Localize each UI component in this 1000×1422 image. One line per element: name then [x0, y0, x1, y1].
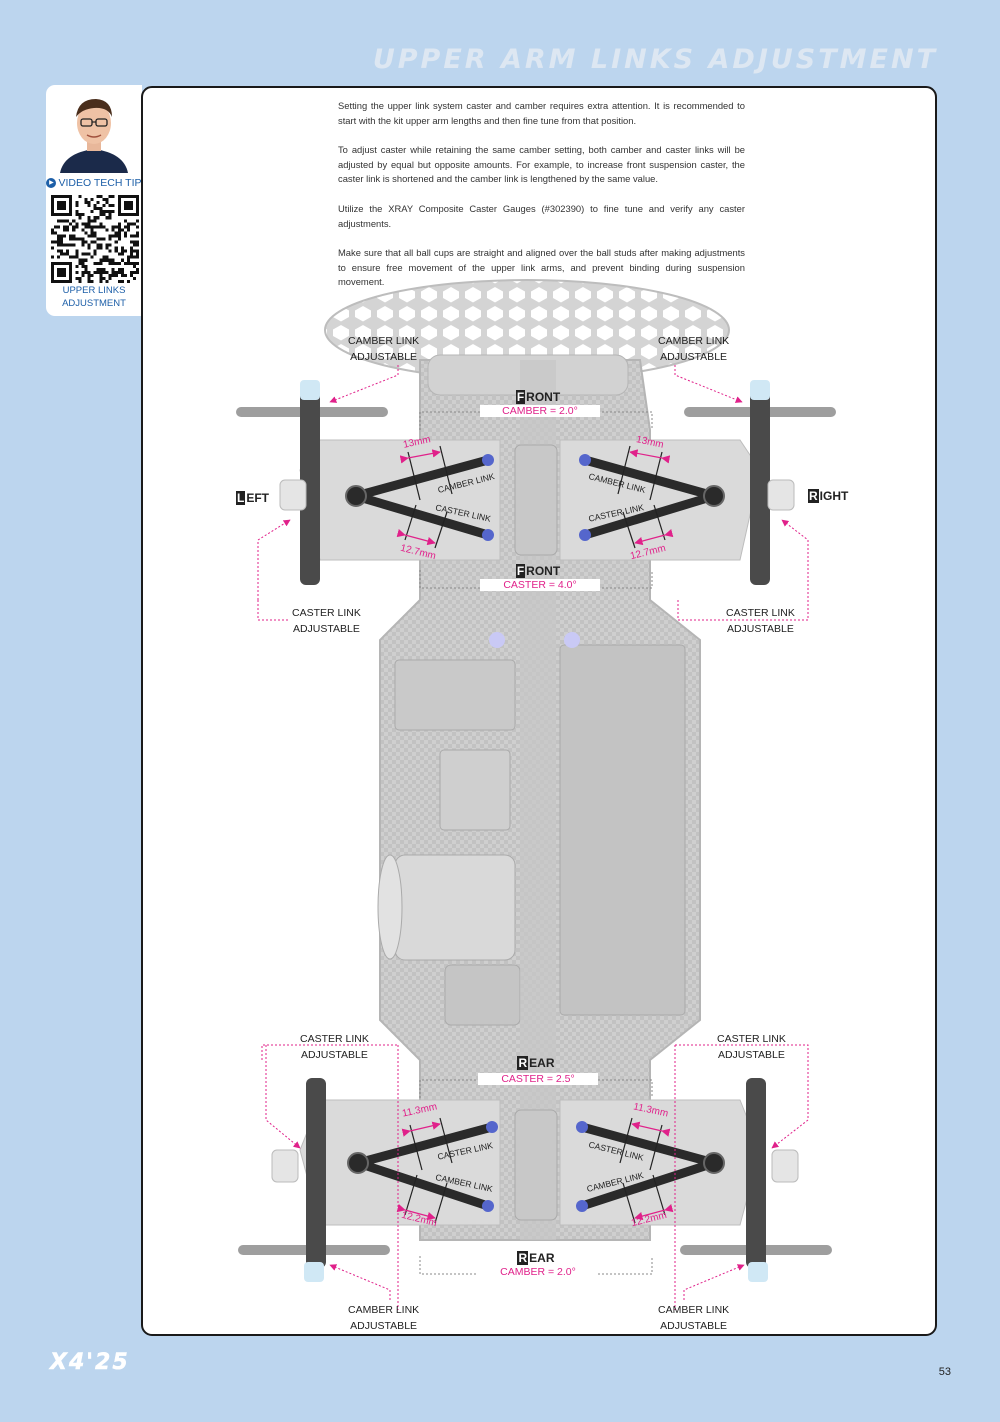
intro-paragraph: Setting the upper link system caster and…: [338, 100, 745, 126]
chassis-diagram: [236, 279, 836, 1310]
callout-line2: ADJUSTABLE: [717, 1049, 785, 1061]
heading-rest: RONT: [526, 390, 561, 404]
callout-caster-link-rear-right: CASTER LINK ADJUSTABLE: [717, 1031, 786, 1063]
intro-paragraph: To adjust caster while retaining the sam…: [338, 144, 745, 185]
callout-leaders: [257, 365, 809, 1310]
heading-cap: R: [517, 1056, 529, 1070]
callout-line1: CASTER LINK: [717, 1033, 786, 1045]
qr-caption-line2: ADJUSTMENT: [62, 298, 126, 309]
callout-camber-link-rear-left: CAMBER LINK ADJUSTABLE: [348, 1302, 419, 1334]
video-tech-tip-label: VIDEO TECH TIP: [58, 177, 142, 189]
intro-paragraph: Utilize the XRAY Composite Caster Gauges…: [338, 202, 745, 229]
qr-code[interactable]: [51, 195, 139, 283]
left-label-rest: EFT: [246, 491, 270, 505]
rear-camber-value: CAMBER = 2.0°: [478, 1266, 598, 1278]
play-icon: ▶: [46, 178, 57, 189]
rear-suspension: [238, 1078, 832, 1282]
heading-cap: R: [517, 1251, 529, 1265]
callout-camber-link-rear-right: CAMBER LINK ADJUSTABLE: [658, 1302, 729, 1334]
front-caster-value: CASTER = 4.0°: [480, 579, 600, 591]
video-tech-tip-card[interactable]: ▶VIDEO TECH TIP UPPER LINKS ADJUSTMENT: [46, 85, 142, 316]
callout-line2: ADJUSTABLE: [660, 1320, 728, 1332]
rear-caster-value: CASTER = 2.5°: [478, 1073, 598, 1085]
callout-line2: ADJUSTABLE: [660, 351, 728, 363]
heading-rest: RONT: [526, 564, 561, 578]
intro-paragraph: Make sure that all ball cups are straigh…: [338, 247, 745, 288]
front-camber-value: CAMBER = 2.0°: [480, 405, 600, 417]
svg-text:X4'25: X4'25: [48, 1350, 130, 1372]
brand-logo: X4'25: [48, 1350, 130, 1372]
heading-rest: EAR: [529, 1056, 555, 1070]
right-label-cap: R: [808, 489, 819, 503]
callout-line2: ADJUSTABLE: [726, 623, 794, 635]
heading-cap: F: [515, 390, 526, 404]
callout-camber-link-front-left: CAMBER LINK ADJUSTABLE: [348, 333, 419, 365]
heading-cap: F: [515, 564, 526, 578]
callout-line1: CAMBER LINK: [658, 335, 730, 347]
callout-caster-link-front-left: CASTER LINK ADJUSTABLE: [292, 605, 361, 637]
callout-line1: CASTER LINK: [726, 607, 795, 619]
right-label-rest: IGHT: [819, 489, 849, 503]
left-label-cap: L: [236, 491, 246, 505]
callout-line2: ADJUSTABLE: [292, 623, 360, 635]
callout-camber-link-front-right: CAMBER LINK ADJUSTABLE: [658, 333, 729, 365]
avatar: [56, 87, 132, 173]
qr-caption-line1: UPPER LINKS: [62, 285, 126, 296]
callout-line1: CASTER LINK: [300, 1033, 369, 1045]
callout-caster-link-front-right: CASTER LINK ADJUSTABLE: [726, 605, 795, 637]
front-suspension: [236, 380, 836, 585]
chassis: [377, 354, 701, 1241]
intro-text: Setting the upper link system caster and…: [338, 99, 745, 305]
callout-caster-link-rear-left: CASTER LINK ADJUSTABLE: [300, 1031, 369, 1063]
callout-line1: CASTER LINK: [292, 607, 361, 619]
heading-rest: EAR: [529, 1251, 555, 1265]
page-number: 53: [938, 1366, 951, 1378]
callout-line1: CAMBER LINK: [658, 1304, 730, 1316]
qr-caption: UPPER LINKS ADJUSTMENT: [46, 284, 142, 310]
callout-line2: ADJUSTABLE: [350, 1320, 418, 1332]
video-tech-tip[interactable]: ▶VIDEO TECH TIP: [46, 177, 142, 189]
callout-line2: ADJUSTABLE: [350, 351, 418, 363]
callout-line2: ADJUSTABLE: [300, 1049, 368, 1061]
page-title: UPPER ARM LINKS ADJUSTMENT: [372, 44, 938, 75]
measurement-brackets: [396, 445, 674, 1224]
callout-line1: CAMBER LINK: [348, 335, 420, 347]
callout-line1: CAMBER LINK: [348, 1304, 420, 1316]
